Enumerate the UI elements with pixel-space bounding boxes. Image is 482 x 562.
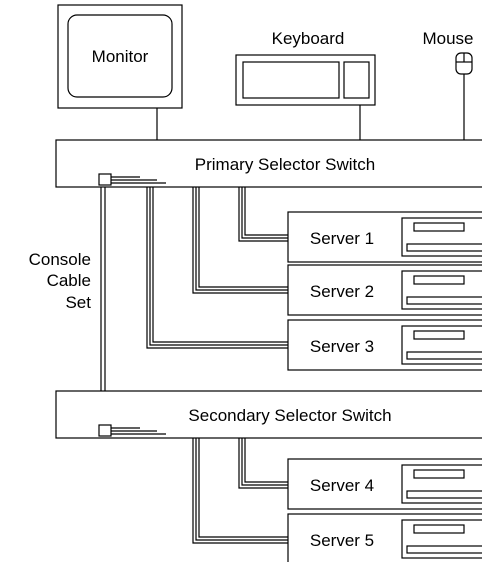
keyboard [235,54,376,106]
server-2: Server 2 [287,264,482,316]
server-1-label: Server 1 [310,229,374,248]
secondary-selector-switch: Secondary Selector Switch [55,390,482,439]
console-cable-label-line2: Cable [47,271,91,290]
monitor: Monitor [57,4,183,109]
server5-cable [192,438,288,544]
server-4-label: Server 4 [310,476,374,495]
server4-cable [238,438,288,489]
console-cable-label-line1: Console [29,250,91,269]
secondary-console-port [98,424,112,437]
keyboard-label: Keyboard [272,29,345,48]
server-1: Server 1 [287,211,482,263]
server-4: Server 4 [287,458,482,510]
secondary-switch-label: Secondary Selector Switch [188,406,391,425]
primary-console-port [98,173,112,186]
console-cable-label-line3: Set [65,293,91,312]
mouse-label: Mouse [422,29,473,48]
server1-cable [238,187,288,242]
console-cable-set [100,187,106,391]
server-3: Server 3 [287,319,482,371]
monitor-label: Monitor [92,47,149,66]
primary-selector-switch: Primary Selector Switch [55,139,482,188]
primary-switch-label: Primary Selector Switch [195,155,375,174]
server-3-label: Server 3 [310,337,374,356]
server2-cable [192,187,288,294]
server3-cable [146,187,288,349]
server-5: Server 5 [287,513,482,562]
mouse-icon [455,52,473,75]
server-2-label: Server 2 [310,282,374,301]
server-5-label: Server 5 [310,531,374,550]
